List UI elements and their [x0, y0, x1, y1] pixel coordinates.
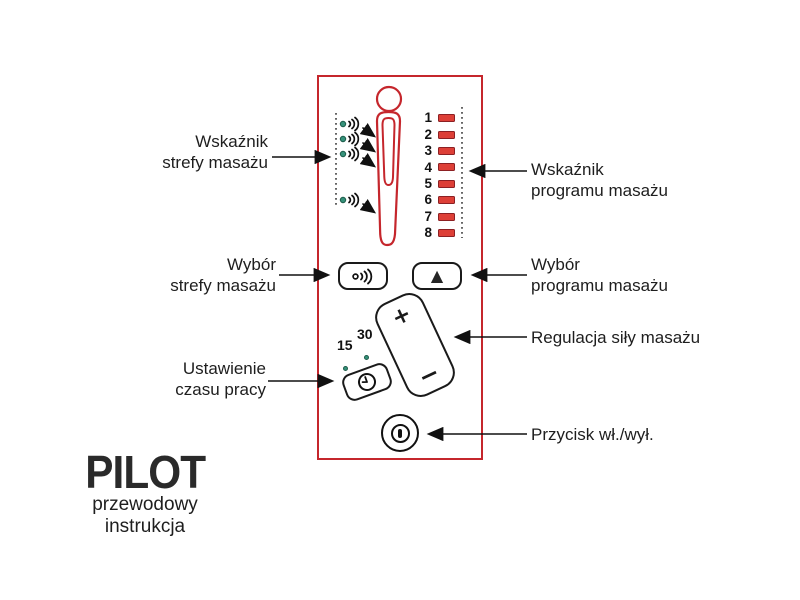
- zone-pointer-arrow: [359, 153, 377, 168]
- program-number: 4: [424, 159, 432, 175]
- footer-title-block: PILOT przewodowy instrukcja: [60, 446, 230, 538]
- callout-timer: Ustawienie czasu pracy: [86, 358, 266, 400]
- program-led-row: 1: [416, 110, 455, 126]
- program-led: [438, 114, 455, 123]
- callout-line: programu masażu: [531, 181, 669, 200]
- program-number: 2: [424, 126, 432, 142]
- callout-power: Przycisk wł./wył.: [531, 424, 751, 445]
- callout-line: programu masażu: [531, 276, 669, 295]
- body-spine-outline: [381, 116, 396, 187]
- program-led: [438, 179, 455, 188]
- callout-line: strefy masażu: [162, 153, 268, 172]
- power-button[interactable]: [381, 414, 419, 452]
- sound-waves-icon: [348, 116, 360, 132]
- callout-program-select: Wybór programu masażu: [531, 254, 751, 296]
- program-led: [438, 212, 455, 221]
- callout-program-indicator: Wskaźnik programu masażu: [531, 159, 751, 201]
- footer-subtitle-1: przewodowy: [92, 494, 198, 515]
- zone-indicator-row: [339, 192, 377, 214]
- power-bar-glyph: [398, 428, 402, 438]
- program-led-row: 3: [416, 143, 455, 159]
- page-title: PILOT: [84, 446, 206, 498]
- zone-pointer-arrow: [359, 138, 377, 153]
- clock-icon: [358, 373, 376, 391]
- zone-pointer-arrow: [359, 199, 377, 214]
- callout-line: czasu pracy: [175, 380, 266, 399]
- zone-indicator-row: [339, 131, 377, 153]
- callout-line: Ustawienie: [182, 359, 266, 378]
- sound-waves-icon: [348, 131, 360, 147]
- program-number: 8: [424, 225, 432, 241]
- callout-line: Przycisk wł./wył.: [531, 425, 654, 444]
- zone-led-dot: [339, 150, 347, 158]
- zone-indicator-row: [339, 146, 377, 168]
- program-led-row: 6: [416, 192, 455, 208]
- zone-select-button[interactable]: [338, 262, 388, 290]
- speaker-waves-icon: [352, 268, 373, 284]
- program-led: [438, 163, 455, 172]
- callout-line: Wybór: [531, 255, 580, 274]
- program-number: 6: [424, 192, 432, 208]
- triangle-up-icon: ▲: [430, 266, 444, 285]
- timer-button[interactable]: [339, 360, 395, 404]
- zone-led-dot: [339, 196, 347, 204]
- program-led-row: 2: [416, 126, 455, 142]
- program-number: 5: [424, 176, 432, 191]
- sound-waves-icon: [348, 146, 360, 162]
- callout-line: Wskaźnik: [531, 160, 604, 179]
- body-silhouette-and-zone-indicators: [335, 85, 463, 247]
- zone-indicator-rows: [339, 116, 377, 214]
- sound-waves-icon: [348, 192, 360, 208]
- callout-intensity: Regulacja siły masażu: [531, 327, 771, 348]
- callout-line: strefy masażu: [170, 276, 276, 295]
- program-led: [438, 196, 455, 205]
- callout-line: Wskaźnik: [195, 132, 268, 151]
- zone-pointer-arrow: [359, 123, 377, 138]
- program-led: [438, 130, 455, 139]
- zone-led-dot: [339, 135, 347, 143]
- program-number: 7: [424, 208, 432, 224]
- body-head-outline: [375, 85, 403, 113]
- timer-30-label: 30: [357, 326, 373, 342]
- zone-indicator-row: [339, 116, 377, 138]
- body-outline: [375, 110, 402, 247]
- program-led-row: 7: [416, 208, 455, 224]
- timer-30-led-dot: [364, 355, 369, 360]
- program-led: [438, 228, 455, 237]
- power-icon: [390, 423, 410, 443]
- zone-led-dot: [339, 120, 347, 128]
- timer-15-label: 15: [337, 337, 353, 353]
- callout-line: Wybór: [227, 255, 276, 274]
- callout-zone-indicator: Wskaźnik strefy masażu: [88, 131, 268, 173]
- program-number: 1: [424, 110, 432, 126]
- program-led: [438, 146, 455, 155]
- timer-15-led-dot: [343, 366, 348, 371]
- footer-subtitle-2: instrukcja: [104, 516, 186, 537]
- program-indicator-column: 1 2 3 4 5 6 7: [416, 110, 455, 241]
- intensity-plus-label[interactable]: +: [388, 301, 416, 332]
- program-led-row: 4: [416, 159, 455, 175]
- intensity-minus-label[interactable]: −: [413, 357, 444, 392]
- program-number: 3: [424, 143, 432, 159]
- remote-panel: 1 2 3 4 5 6 7: [317, 75, 483, 460]
- callout-line: Regulacja siły masażu: [531, 328, 701, 347]
- callout-zone-select: Wybór strefy masażu: [96, 254, 276, 296]
- program-select-button[interactable]: ▲: [412, 262, 462, 290]
- program-led-row: 5: [416, 176, 455, 192]
- program-led-row: 8: [416, 225, 455, 241]
